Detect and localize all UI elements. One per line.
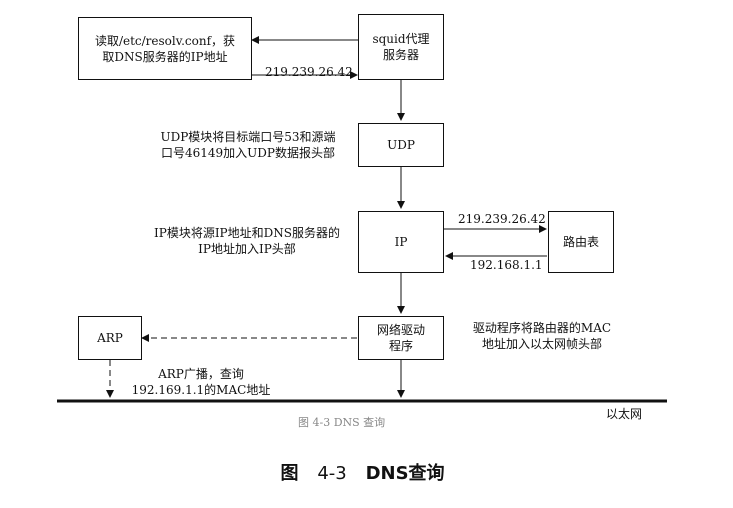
udp-note: UDP模块将目标端口号53和源端 口号46149加入UDP数据报头部 — [148, 129, 348, 161]
resolv-box: 读取/etc/resolv.conf，获 取DNS服务器的IP地址 — [78, 17, 252, 80]
resolv-line-1: 读取/etc/resolv.conf，获 — [94, 33, 236, 48]
driver-line-1: 网络驱动 — [376, 323, 425, 337]
caption-number: 4-3 — [317, 463, 347, 484]
figure-caption: 图 4-3 DNS查询 — [268, 438, 445, 485]
ip-label: IP — [394, 235, 408, 249]
ethernet-label: 以太网 — [606, 407, 643, 421]
udp-box: UDP — [358, 123, 444, 167]
route-table-label: 路由表 — [562, 235, 599, 249]
udp-label: UDP — [387, 138, 415, 152]
arp-note-line-1: ARP广播，查询 — [158, 367, 244, 381]
ip-note-line-1: IP模块将源IP地址和DNS服务器的 — [154, 226, 340, 240]
squid-to-resolv-ip-label: 219.239.26.42 — [265, 65, 353, 79]
udp-note-line-2: 口号46149加入UDP数据报头部 — [161, 146, 335, 160]
route-table-box: 路由表 — [548, 211, 614, 273]
ghost-caption: 图 4-3 DNS 查询 — [298, 416, 386, 429]
driver-note-line-2: 地址加入以太网帧头部 — [481, 337, 602, 351]
ip-to-route-ip-label: 219.239.26.42 — [458, 212, 546, 226]
arp-note: ARP广播，查询 192.169.1.1的MAC地址 — [126, 366, 276, 398]
udp-note-line-1: UDP模块将目标端口号53和源端 — [160, 130, 336, 144]
driver-line-2: 程序 — [388, 339, 413, 353]
driver-box: 网络驱动 程序 — [358, 316, 444, 360]
arp-label: ARP — [97, 331, 123, 345]
ip-note-line-2: IP地址加入IP头部 — [198, 242, 296, 256]
squid-box: squid代理 服务器 — [358, 14, 444, 80]
driver-note: 驱动程序将路由器的MAC 地址加入以太网帧头部 — [462, 320, 622, 352]
route-to-ip-ip-label: 192.168.1.1 — [470, 258, 543, 272]
ip-note: IP模块将源IP地址和DNS服务器的 IP地址加入IP头部 — [143, 225, 351, 257]
caption-prefix: 图 — [280, 463, 299, 484]
caption-title: DNS查询 — [365, 463, 445, 484]
arp-box: ARP — [78, 316, 142, 360]
ip-box: IP — [358, 211, 444, 273]
arp-note-line-2: 192.169.1.1的MAC地址 — [131, 383, 271, 397]
resolv-line-2: 取DNS服务器的IP地址 — [102, 49, 228, 64]
squid-line-1: squid代理 — [372, 32, 430, 46]
squid-line-2: 服务器 — [382, 48, 419, 62]
driver-note-line-1: 驱动程序将路由器的MAC — [472, 321, 612, 335]
